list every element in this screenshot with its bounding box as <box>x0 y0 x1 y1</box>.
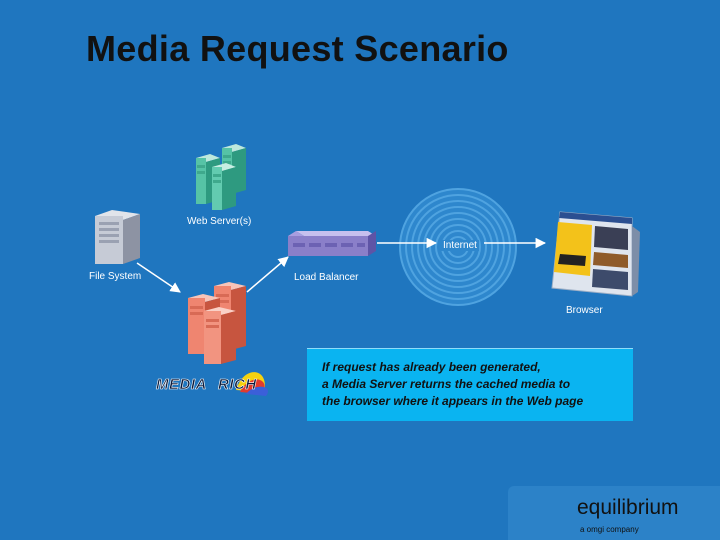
arrow-filesystem-to-mediaserver <box>136 262 181 293</box>
load-balancer-icon <box>288 231 376 256</box>
browser-label: Browser <box>566 305 603 316</box>
browser-window-icon <box>551 211 640 297</box>
load-balancer-label: Load Balancer <box>294 272 359 283</box>
callout-line: a Media Server returns the cached media … <box>322 377 571 391</box>
brand-tagline: a omgi company <box>580 525 639 534</box>
web-servers-icon <box>196 144 246 210</box>
file-system-icon <box>95 210 140 264</box>
callout-line: If request has already been generated, <box>322 360 541 374</box>
brand-name: equilibrium <box>577 496 679 519</box>
file-system-label: File System <box>89 271 142 282</box>
svg-text:RICH: RICH <box>218 376 257 393</box>
web-servers-label: Web Server(s) <box>187 216 252 227</box>
callout-line: the browser where it appears in the Web … <box>322 394 584 408</box>
internet-label: Internet <box>441 240 479 251</box>
mediarich-logo: MEDIA RICH <box>156 372 268 396</box>
callout-box: If request has already been generated, a… <box>307 348 633 421</box>
media-servers-icon <box>188 282 246 364</box>
arrow-mediaserver-to-balancer <box>246 256 289 293</box>
footer-brand-panel <box>508 486 720 540</box>
slide-title: Media Request Scenario <box>86 28 509 69</box>
svg-text:MEDIA: MEDIA <box>156 376 207 393</box>
